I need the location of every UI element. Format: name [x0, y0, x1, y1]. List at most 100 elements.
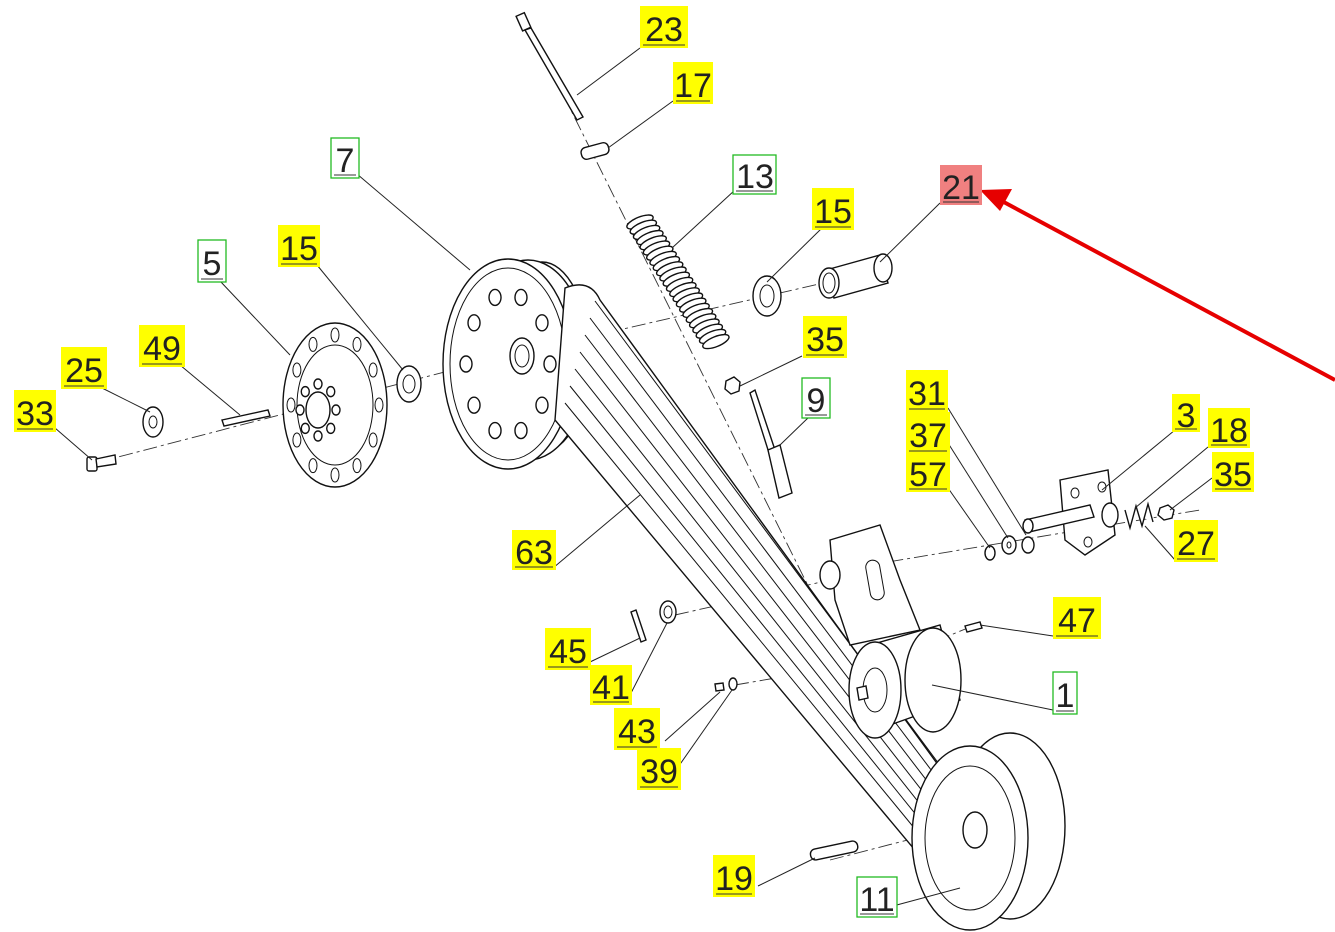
disc-hole [330, 467, 340, 483]
highlight-arrow [980, 189, 1335, 382]
svg-text:25: 25 [65, 352, 103, 390]
svg-text:33: 33 [16, 395, 54, 433]
pulley-bolt-head [467, 314, 481, 332]
small-bolt [86, 454, 117, 472]
belt-rib [579, 351, 974, 857]
v-belt [554, 284, 1004, 907]
svg-text:45: 45 [549, 633, 587, 671]
washer-left [396, 365, 422, 403]
svg-text:47: 47 [1058, 602, 1096, 640]
disc-hole [368, 432, 378, 448]
belt-rib [584, 334, 981, 851]
pulley-bolt-head [514, 421, 528, 440]
disc-hole [292, 432, 302, 448]
disc-hole [286, 397, 296, 413]
callout-41: 41 [590, 665, 632, 707]
svg-text:15: 15 [280, 230, 318, 268]
callout-27: 27 [1174, 520, 1218, 563]
svg-text:19: 19 [715, 860, 753, 898]
washer-41 [659, 600, 677, 624]
svg-text:9: 9 [807, 382, 826, 420]
svg-text:37: 37 [909, 417, 947, 455]
disc-hole [352, 336, 362, 352]
lower-pulley [911, 732, 1066, 931]
belt-rib [594, 300, 995, 839]
callout-33: 33 [14, 390, 56, 433]
callout-63: 63 [512, 530, 556, 572]
svg-text:13: 13 [736, 158, 774, 196]
callout-45: 45 [545, 628, 591, 671]
mounting-plate [1022, 469, 1119, 556]
callout-35-top: 35 [803, 316, 847, 359]
disc-bolt-head [295, 404, 305, 416]
disc-bolt-head [326, 422, 336, 435]
callout-15-left: 15 [278, 225, 320, 268]
callout-49: 49 [139, 325, 185, 368]
nut-upper [724, 376, 741, 395]
callout-57: 57 [906, 452, 950, 494]
svg-text:21: 21 [942, 169, 980, 207]
callout-35-right: 35 [1212, 452, 1254, 494]
washer-37 [1001, 535, 1017, 555]
pulley-bolt-head [543, 355, 557, 373]
spacer-tube [818, 253, 893, 299]
svg-text:49: 49 [143, 330, 181, 368]
svg-text:1: 1 [1056, 677, 1075, 715]
callout-43: 43 [614, 708, 660, 751]
callout-9: 9 [801, 377, 831, 420]
svg-text:31: 31 [908, 375, 946, 413]
disc-bolt-head [313, 378, 323, 390]
split-pin [630, 609, 647, 643]
disc-hole [368, 362, 378, 378]
callout-7: 7 [330, 137, 360, 180]
svg-text:57: 57 [909, 456, 947, 494]
callout-37: 37 [906, 412, 950, 455]
pulley-bolt-head [488, 288, 502, 307]
disc-bolt-head [300, 422, 310, 435]
cap-washer [142, 406, 164, 438]
clevis-rod [749, 388, 793, 499]
disc-hole [330, 327, 340, 343]
key [221, 409, 271, 427]
callout-23: 23 [640, 6, 688, 49]
svg-text:7: 7 [336, 142, 355, 180]
washer-57 [984, 545, 996, 561]
callout-13: 13 [732, 154, 777, 196]
clip-43 [714, 682, 725, 692]
disc-bolt-head [300, 385, 310, 398]
lower-key [809, 840, 859, 861]
svg-text:15: 15 [814, 193, 852, 231]
disc-hole [374, 397, 384, 413]
svg-text:43: 43 [618, 713, 656, 751]
pulley-bolt-head [514, 288, 528, 307]
belt-rib [564, 402, 953, 875]
svg-text:39: 39 [640, 753, 678, 791]
pulley-bolt-head [535, 314, 549, 332]
callout-19: 19 [713, 855, 755, 898]
belt-rib [574, 368, 967, 863]
disc-hole [308, 336, 318, 352]
callout-11: 11 [856, 876, 898, 919]
nut-right [1157, 504, 1175, 521]
belt-rib [589, 317, 988, 845]
svg-text:17: 17 [674, 67, 712, 105]
svg-text:27: 27 [1177, 525, 1215, 563]
spring [626, 214, 730, 350]
callout-3: 3 [1172, 394, 1200, 435]
pulley-bolt-head [467, 396, 481, 414]
pulley-bolt-head [459, 355, 473, 373]
disc-bolt-head [313, 430, 323, 442]
disc-hole [308, 458, 318, 474]
svg-text:63: 63 [515, 534, 553, 572]
washer-upper [752, 275, 782, 317]
long-bolt [515, 11, 584, 121]
leader-lines [54, 47, 1213, 907]
callout-31: 31 [906, 370, 948, 413]
disc-hole [352, 458, 362, 474]
svg-text:18: 18 [1210, 412, 1248, 450]
callout-21: 21 [940, 165, 982, 207]
disc-bolt-head [326, 385, 336, 398]
callout-labels: 23 17 7 13 15 21 5 15 49 25 33 35 9 31 3… [14, 6, 1254, 919]
spring-clip [1124, 501, 1154, 531]
